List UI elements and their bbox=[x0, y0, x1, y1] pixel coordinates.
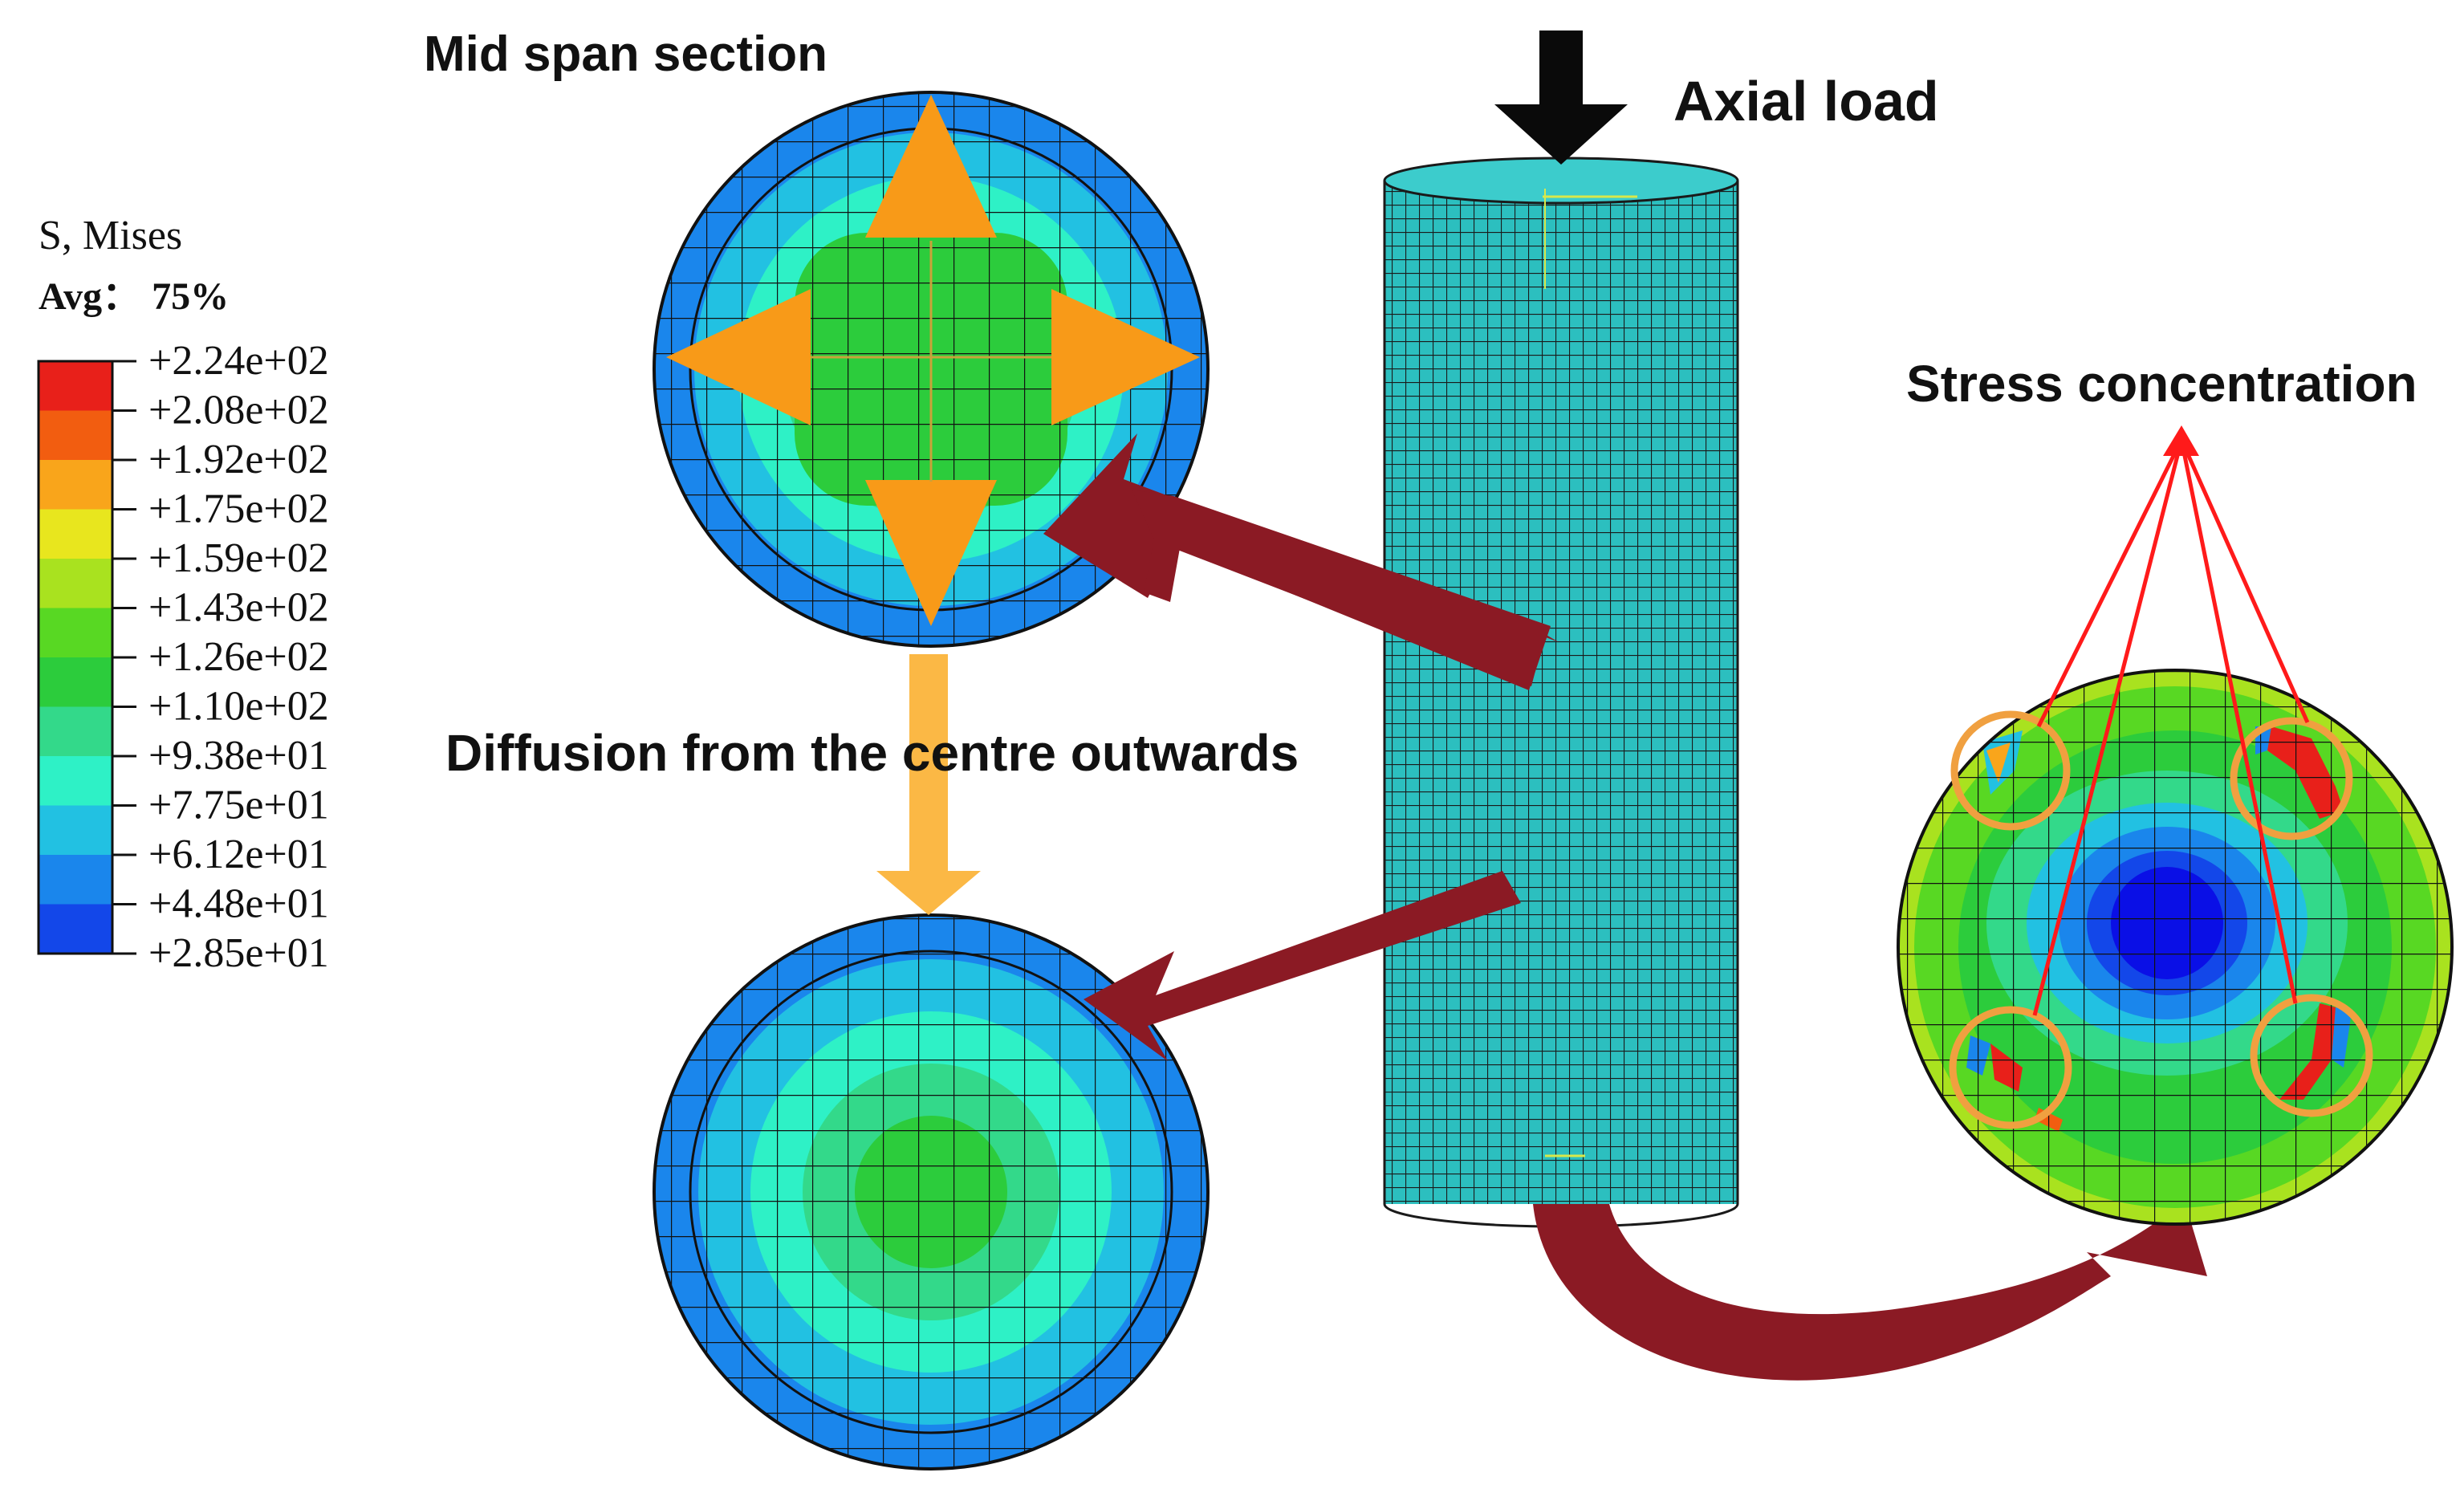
legend-value: +1.75e+02 bbox=[148, 486, 329, 532]
axial-load-label: Axial load bbox=[1673, 70, 1939, 132]
legend-value: +1.59e+02 bbox=[148, 535, 329, 581]
legend-band bbox=[39, 657, 112, 707]
mid-span-section bbox=[653, 91, 1210, 648]
legend-band bbox=[39, 805, 112, 855]
legend-value-labels: +2.24e+02+2.08e+02+1.92e+02+1.75e+02+1.5… bbox=[112, 338, 329, 976]
legend-value: +1.43e+02 bbox=[148, 585, 329, 631]
legend-value: +4.48e+01 bbox=[148, 881, 329, 927]
legend-avg-label: Avg：75% bbox=[39, 275, 229, 318]
legend-band bbox=[39, 904, 112, 954]
concentration-pointers bbox=[2032, 438, 2310, 1016]
fe-column bbox=[1383, 157, 1739, 1228]
legend-band bbox=[39, 509, 112, 559]
legend-value: +2.85e+01 bbox=[148, 930, 329, 976]
diffusion-arrow bbox=[876, 654, 981, 915]
legend-value: +2.24e+02 bbox=[148, 338, 329, 384]
legend-value: +2.08e+02 bbox=[148, 388, 329, 433]
diffusion-label: Diffusion from the centre outwards bbox=[445, 724, 1299, 782]
legend-band bbox=[39, 559, 112, 608]
legend-band bbox=[39, 460, 112, 510]
legend-band bbox=[39, 608, 112, 657]
axial-load-arrow bbox=[1494, 31, 1628, 165]
legend-value: +7.75e+01 bbox=[148, 783, 329, 828]
stress-concentration-section bbox=[1897, 425, 2454, 1226]
legend-color-bands bbox=[37, 360, 114, 955]
mid-span-label: Mid span section bbox=[424, 26, 827, 82]
legend-band bbox=[39, 410, 112, 460]
stress-concentration-label: Stress concentration bbox=[1906, 355, 2417, 413]
legend-value: +9.38e+01 bbox=[148, 733, 329, 779]
legend-band bbox=[39, 361, 112, 411]
legend-value: +1.10e+02 bbox=[148, 684, 329, 730]
legend-value: +6.12e+01 bbox=[148, 832, 329, 877]
legend-value: +1.92e+02 bbox=[148, 437, 329, 482]
stress-legend: S, Mises Avg：75% +2.24e+02+2.08e+02+1.92… bbox=[37, 213, 329, 976]
highlight-circles bbox=[1949, 710, 2373, 1129]
curved-arrow bbox=[1533, 1196, 2207, 1381]
legend-title: S, Mises bbox=[39, 213, 182, 258]
legend-value: +1.26e+02 bbox=[148, 634, 329, 680]
expansion-arrows bbox=[666, 95, 1200, 626]
section-arrows bbox=[1043, 433, 1559, 1061]
legend-band bbox=[39, 706, 112, 756]
legend-band bbox=[39, 855, 112, 905]
legend-band bbox=[39, 756, 112, 806]
